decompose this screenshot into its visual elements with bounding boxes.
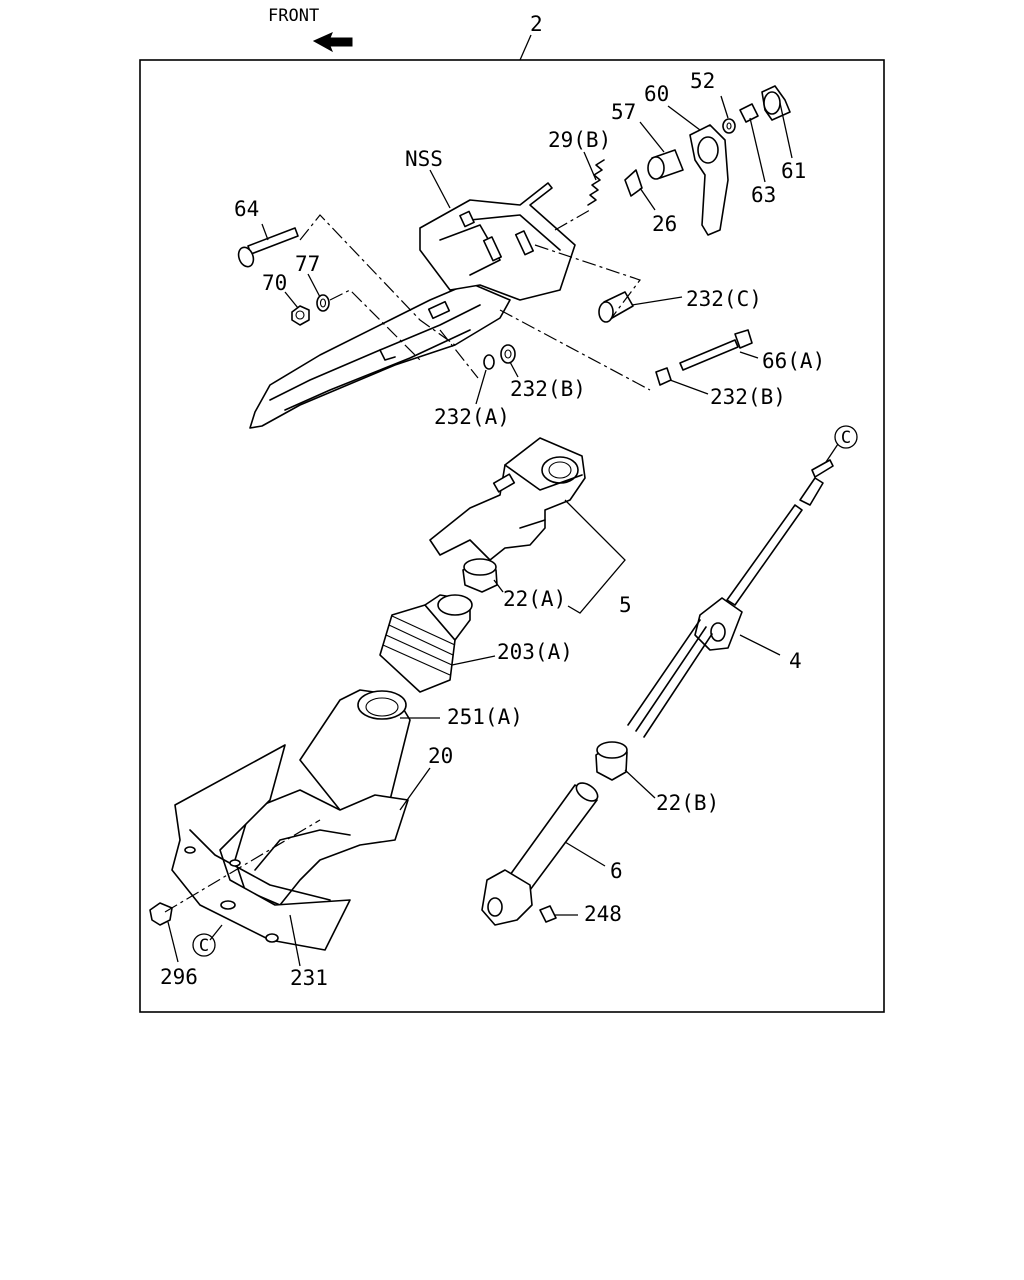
nut-63 [739,103,759,123]
washer-232a [483,354,495,370]
label-66a: 66(A) [762,349,825,373]
label-63: 63 [751,183,776,207]
label-57: 57 [611,100,636,124]
assembly-line-64 [299,214,456,346]
front-label: FRONT [268,6,319,26]
assembly-line-232c [534,244,641,321]
ref-c-bottom-label: C [199,936,209,956]
bellows-203a [379,594,473,693]
nut-232b-left [500,344,516,364]
front-arrow-icon [312,32,353,53]
bolt-66a [679,329,753,371]
washer-77 [316,294,330,312]
lever-60 [689,124,729,236]
assembly-leader [519,34,532,61]
bolt-248 [539,905,557,923]
label-22a: 22(A) [503,587,566,611]
clip-296 [149,902,173,926]
bushing-57 [647,149,684,180]
assembly-number-label: 2 [530,12,543,36]
ref-c-top: C [834,425,858,449]
label-64: 64 [234,197,259,221]
label-77: 77 [295,252,320,276]
label-6: 6 [610,859,623,883]
label-232b-left: 232(B) [510,377,586,401]
label-232a: 232(A) [434,405,510,429]
label-231: 231 [290,966,328,990]
label-61: 61 [781,159,806,183]
label-22b: 22(B) [656,791,719,815]
column-bracket-5 [429,437,586,561]
label-232b-right: 232(B) [710,385,786,409]
nut-232b-right [655,367,672,386]
spring-29b [587,159,605,206]
floor-plate-231 [171,744,351,951]
label-26: 26 [652,212,677,236]
assembly-line-70-77 [329,289,421,361]
ref-c-top-label: C [841,428,851,448]
label-232c: 232(C) [686,287,762,311]
label-251a: 251(A) [447,705,523,729]
label-248: 248 [584,902,622,926]
label-296: 296 [160,965,198,989]
cap-61 [761,85,791,121]
label-nss: NSS [405,147,443,171]
label-29b: 29(B) [548,128,611,152]
bracket-nss [249,182,576,429]
leader-lines [167,95,839,967]
label-4: 4 [789,649,802,673]
label-20: 20 [428,744,453,768]
lower-shaft-6 [481,782,599,926]
bolt-64 [237,227,299,268]
steering-shaft-4 [627,459,834,738]
ref-c-bottom: C [192,933,216,957]
nut-70 [291,305,310,326]
bushing-22a [462,558,498,593]
label-60: 60 [644,82,669,106]
bushing-22b [595,741,628,781]
label-52: 52 [690,69,715,93]
assembly-line-232b-right [499,309,651,391]
assembly-line-29b [554,209,591,231]
assembly-frame [139,59,885,1013]
washer-52 [722,118,736,134]
label-70: 70 [262,271,287,295]
assembly-line-296 [164,819,321,913]
boot-251a [299,689,411,811]
label-5: 5 [619,593,632,617]
label-203a: 203(A) [497,640,573,664]
assembly-line-232a [439,329,479,379]
clip-26 [624,169,643,197]
